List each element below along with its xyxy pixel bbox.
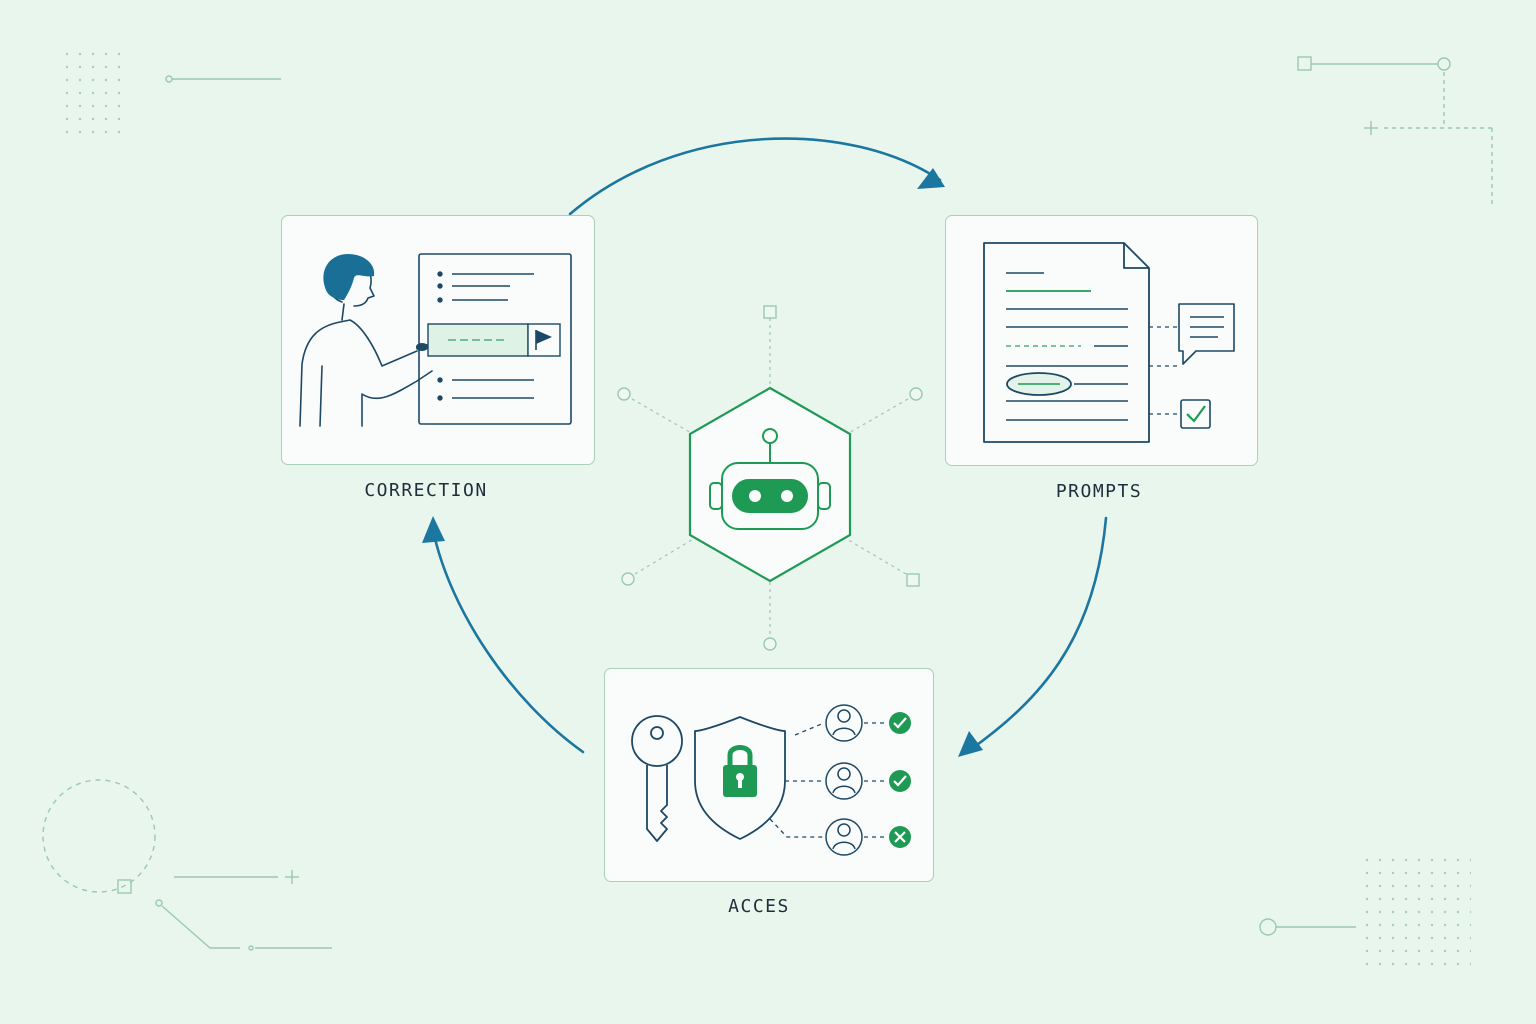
prompts-card [945,215,1258,466]
access-label: ACCES [728,896,790,917]
key-icon [631,715,683,842]
line-decoration [1259,918,1356,936]
correction-label: CORRECTION [364,480,488,501]
correction-illustration [299,253,572,427]
person-icon [299,258,433,427]
lock-icon [723,745,757,797]
hub-nodes [617,305,923,651]
comment-icon [1178,303,1235,365]
hub-connectors [631,318,909,637]
user-avatar-icon [825,704,863,742]
checkbox-icon [1180,399,1211,429]
document-panel [418,253,572,425]
check-icon [889,770,911,792]
cycle-arrows [431,137,1108,754]
prompts-illustration [983,242,1235,443]
user-avatar-icon [825,818,863,856]
user-connectors [769,722,888,838]
arrow-head [958,731,983,757]
highlighted-row [427,323,561,357]
access-card [604,668,934,882]
dot-grid-decoration [66,50,122,142]
arrow-access-to-correction [431,528,585,754]
correction-card [281,215,595,465]
circuit-decoration [1297,56,1493,205]
arrow-head [917,168,945,189]
arrow-head [422,516,445,543]
line-decoration [165,75,281,83]
document-icon [983,242,1150,443]
hair [323,254,375,300]
access-illustration [631,704,911,856]
robot-icon [709,428,831,530]
check-icon [889,712,911,734]
arrow-correction-to-prompts [568,137,942,216]
prompts-label: PROMPTS [1055,481,1143,502]
robot-hub [688,386,852,583]
x-icon [889,826,911,848]
arrow-prompts-to-access [968,516,1108,752]
flag-icon [535,330,552,350]
circle-decoration [42,779,332,951]
document-lines [1006,272,1128,421]
dot-grid-decoration [1365,850,1471,974]
text-lines [437,271,534,401]
user-avatar-icon [825,762,863,800]
connector-lines [1149,326,1179,415]
